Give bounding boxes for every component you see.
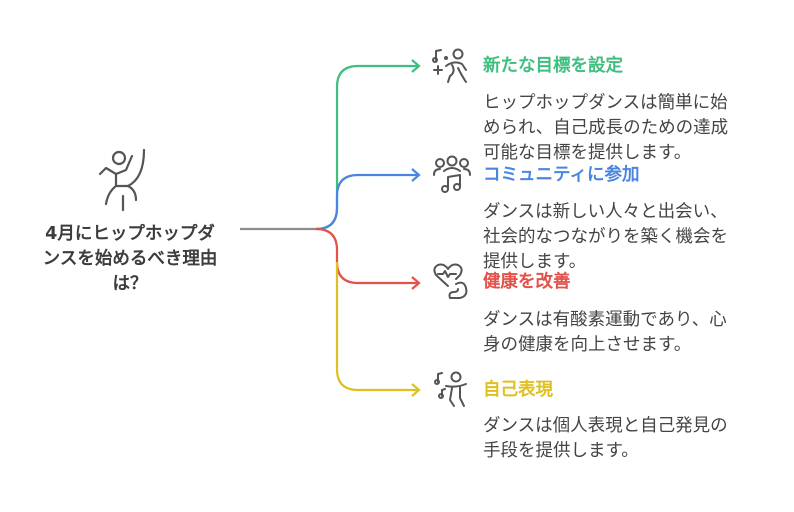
description-line: 身の健康を向上させます。: [483, 335, 692, 355]
branch-connector-0: [315, 64, 419, 231]
main-title-line: ンスを始めるべき理由: [42, 249, 218, 269]
group-music-icon: [433, 155, 471, 193]
heart-muscle-icon: [433, 263, 468, 299]
description-line: 可能な目標を提供します。: [483, 143, 692, 163]
description-line: められ、自己成長のための達成: [483, 118, 729, 138]
description-line: ダンスは個人表現と自己発見の: [483, 416, 728, 436]
dancer-icon: [98, 148, 146, 212]
description-line: ダンスは有酸素運動であり、心: [483, 310, 727, 330]
branch-connector-2: [315, 227, 419, 285]
main-title-line: 4月にヒップホップダ: [45, 224, 215, 244]
branch-description-self-expression: ダンスは個人表現と自己発見の 手段を提供します。: [483, 414, 783, 464]
description-line: 手段を提供します。: [483, 441, 639, 461]
main-topic-title: 4月にヒップホップダ ンスを始めるべき理由 は？: [20, 222, 240, 297]
branch-connector-3: [335, 262, 419, 392]
branch-arrowhead-2: [411, 276, 421, 290]
branch-title-set-goals: 新たな目標を設定: [483, 56, 623, 76]
branch-description-improve-health: ダンスは有酸素運動であり、心 身の健康を向上させます。: [483, 308, 783, 358]
description-line: 社会的なつながりを築く機会を: [483, 227, 728, 247]
branch-description-join-community: ダンスは新しい人々と出会い、 社会的なつながりを築く機会を 提供します。: [483, 200, 783, 275]
dance-sparkle-icon: [432, 48, 467, 83]
main-title-line: は？: [112, 274, 148, 294]
branch-title-join-community: コミュニティに参加: [483, 165, 640, 185]
branch-title-self-expression: 自己表現: [483, 380, 553, 400]
description-line: ダンスは新しい人々と出会い、: [483, 202, 728, 222]
branch-arrowhead-3: [411, 383, 421, 397]
description-line: 提供します。: [483, 252, 587, 272]
branch-arrowhead-1: [411, 168, 421, 182]
branch-title-improve-health: 健康を改善: [483, 272, 571, 292]
branch-arrowhead-0: [411, 59, 421, 73]
dancer-music-icon: [434, 371, 467, 407]
description-line: ヒップホップダンスは簡単に始: [483, 93, 728, 113]
branch-connector-1: [315, 173, 419, 231]
branch-description-set-goals: ヒップホップダンスは簡単に始 められ、自己成長のための達成 可能な目標を提供しま…: [483, 91, 783, 166]
